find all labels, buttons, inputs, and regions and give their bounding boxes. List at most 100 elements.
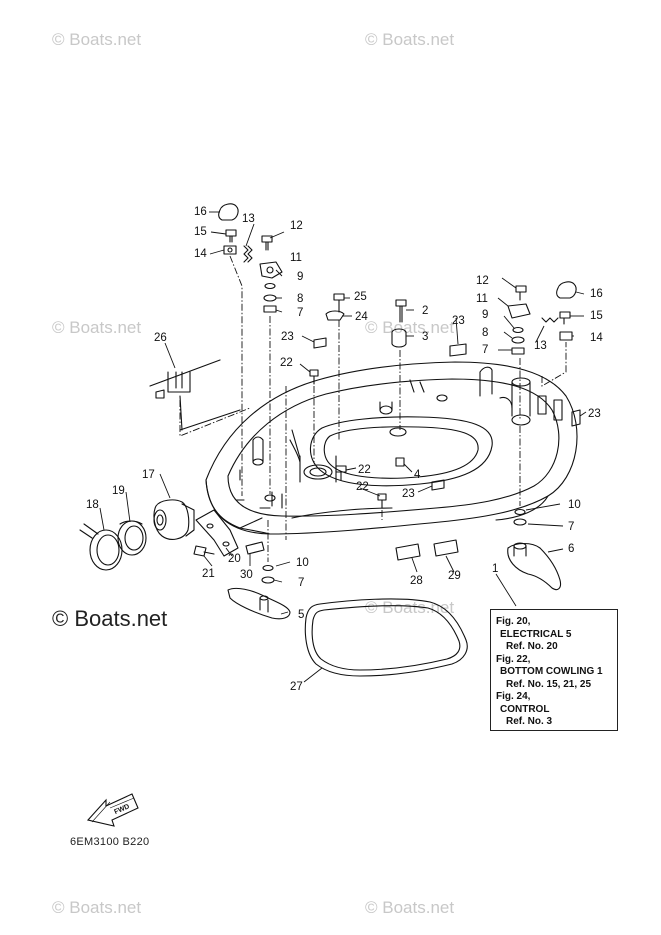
part-13-spring-left <box>243 245 253 263</box>
watermark-top-left: © Boats.net <box>52 30 142 49</box>
callout-leaders <box>99 211 587 683</box>
callout-5-lower: 5 <box>298 609 304 621</box>
callout-20: 20 <box>228 553 241 565</box>
callout-23-far: 23 <box>588 408 601 420</box>
callout-15-right: 15 <box>590 310 603 322</box>
callout-22-top: 22 <box>280 357 293 369</box>
part-28-decal <box>395 543 421 561</box>
callout-13-right: 13 <box>534 340 547 352</box>
part-12-bolt-left <box>261 235 273 251</box>
callout-1: 1 <box>492 563 498 575</box>
watermark-mid-right: © Boats.net <box>365 318 455 337</box>
callout-24: 24 <box>355 311 368 323</box>
part-17-grommet-housing <box>153 499 195 540</box>
part-15-screw-right <box>559 311 571 325</box>
callout-13-left: 13 <box>242 213 255 225</box>
ref-line-7: Fig. 24, <box>496 691 531 702</box>
part-20-plate <box>195 509 239 557</box>
callout-26: 26 <box>154 332 167 344</box>
callout-29: 29 <box>448 570 461 582</box>
callout-21: 21 <box>202 568 215 580</box>
callout-22-low: 22 <box>356 481 369 493</box>
part-2-bolt <box>395 299 407 323</box>
drawing-code: 6EM3100 B220 <box>70 836 150 848</box>
part-10-washer-right <box>514 508 526 516</box>
part-7-nut-left <box>263 305 277 313</box>
part-16-cap-right <box>556 281 577 299</box>
callout-15-left: 15 <box>194 226 207 238</box>
callout-7-lower-right: 7 <box>568 521 574 533</box>
callout-22-mid: 22 <box>358 464 371 476</box>
ref-line-9: Ref. No. 3 <box>506 716 553 727</box>
watermark-mid-left: © Boats.net <box>52 318 142 337</box>
part-6-cover-right <box>507 542 562 591</box>
bottom-cowling-body <box>205 361 578 535</box>
part-22-screw-low <box>377 493 387 509</box>
part-22-screw-mid <box>335 465 347 481</box>
callout-27: 27 <box>290 681 303 693</box>
callout-3: 3 <box>422 331 428 343</box>
callout-9-right: 9 <box>482 309 488 321</box>
part-23-pad-right <box>449 343 467 357</box>
part-11-lever-left <box>259 261 283 279</box>
callout-10-right: 10 <box>568 499 581 511</box>
callout-23-left: 23 <box>281 331 294 343</box>
ref-line-5: BOTTOM COWLING 1 <box>500 666 603 677</box>
ref-line-2: ELECTRICAL 5 <box>500 628 572 640</box>
part-14-nut-right <box>559 331 573 341</box>
watermark-logo: © Boats.net <box>52 606 168 631</box>
callout-23-right: 23 <box>452 315 465 327</box>
part-8-washer-left <box>263 294 277 302</box>
part-21-bolt <box>193 545 215 557</box>
part-4-nut <box>395 457 405 467</box>
part-26-cable-holder <box>149 359 241 431</box>
part-9-washer-left <box>264 282 276 290</box>
watermark-bottom-left: © Boats.net <box>52 898 142 917</box>
part-9-washer-right <box>512 326 524 334</box>
callout-16-left: 16 <box>194 206 207 218</box>
forward-arrow-icon: FWD <box>86 793 139 827</box>
part-25-bolt <box>333 293 345 313</box>
callout-11-left: 11 <box>290 252 302 264</box>
part-24-pad <box>325 310 345 321</box>
part-19-grommet <box>117 520 147 556</box>
part-7-nut-right <box>511 347 525 355</box>
callout-16-right: 16 <box>590 288 603 300</box>
part-23-pad-left <box>313 337 327 349</box>
part-7-nut-lower-left <box>261 576 275 584</box>
part-23-pad-mid <box>431 479 445 491</box>
ref-line-8: CONTROL <box>500 703 550 715</box>
part-8-washer-right <box>511 336 525 344</box>
part-23-pad-far <box>571 409 581 427</box>
part-3-grommet <box>391 328 407 348</box>
callout-12-right: 12 <box>476 275 489 287</box>
assembly-guide-lines <box>179 255 567 562</box>
callout-labels: 1 2 3 4 5 6 7 7 7 7 8 8 9 9 10 10 11 11 … <box>86 206 603 693</box>
callout-9-left: 9 <box>297 271 303 283</box>
callout-6: 6 <box>568 543 574 555</box>
ref-line-3: Ref. No. 20 <box>506 641 558 652</box>
callout-7-lower-left: 7 <box>298 577 304 589</box>
callout-10-left: 10 <box>296 557 309 569</box>
part-11-lever-right <box>507 303 531 319</box>
callout-28: 28 <box>410 575 423 587</box>
callout-8-left: 8 <box>297 293 303 305</box>
part-18-clamp <box>79 523 123 571</box>
callout-8-right: 8 <box>482 327 488 339</box>
part-27-rubber-seal <box>304 598 468 677</box>
callout-7-left: 7 <box>297 307 303 319</box>
callout-14-left: 14 <box>194 248 207 260</box>
callout-2: 2 <box>422 305 428 317</box>
callout-19: 19 <box>112 485 125 497</box>
callout-12-left: 12 <box>290 220 303 232</box>
part-16-cap-left <box>218 203 239 221</box>
callout-11-right: 11 <box>476 293 488 305</box>
part-13-spring-right <box>541 317 559 323</box>
callout-30: 30 <box>240 569 253 581</box>
part-5-cover-left <box>227 587 291 620</box>
callout-23-mid: 23 <box>402 488 415 500</box>
reference-box: Fig. 20, ELECTRICAL 5 Ref. No. 20 Fig. 2… <box>490 609 618 731</box>
part-12-bolt-right <box>515 285 527 301</box>
callout-14-right: 14 <box>590 332 603 344</box>
